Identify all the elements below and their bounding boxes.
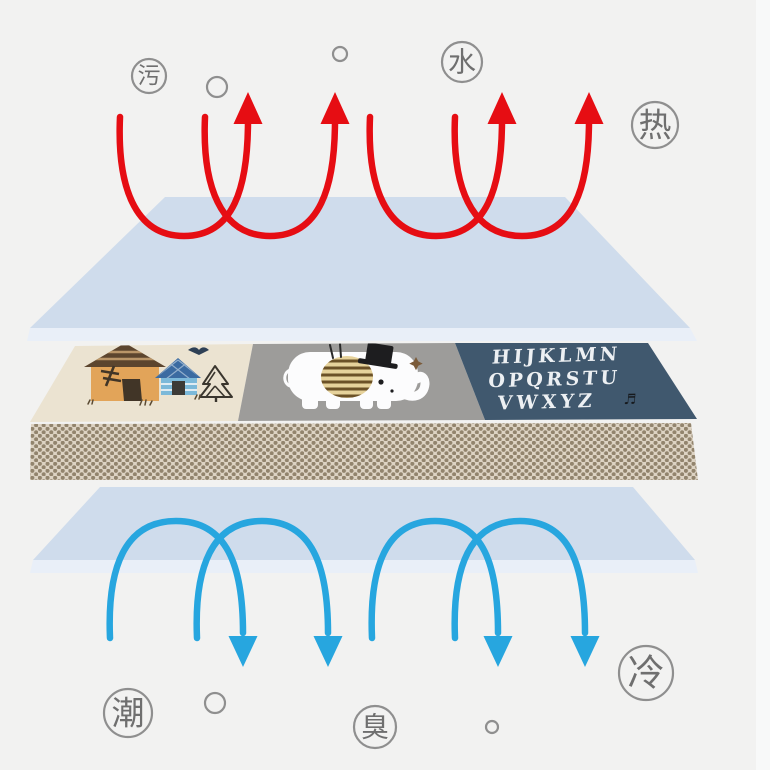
label-odor-circle [352,704,398,750]
elephant-leg [302,394,318,409]
bubble-icon [203,691,227,715]
music-note-icon: ♬ [623,392,637,408]
elephant-trunk [395,371,430,401]
blue-arrow-curve-2 [193,517,332,642]
foam-core-texture [30,423,698,480]
grass-marks [87,394,201,406]
top-cover-surface [30,197,690,328]
star-icon [409,357,423,371]
alphabet-row-3: VWXYZ [496,390,597,415]
blue-arrow-curve-3 [368,517,502,642]
elephant-graphic [283,343,430,409]
mat-section-alphabet-bg [455,343,697,420]
red-arrow-curve-3 [366,113,506,240]
blue-house-door [172,381,185,395]
blue-arrowhead-icon [570,636,600,667]
label-dirt-circle [130,57,168,95]
blue-arrow-curve-1 [106,517,247,642]
blue-arrowhead-icon [313,636,343,667]
pine-tree-inner [205,371,226,398]
elephant-hairs [329,343,342,359]
elephant-eye [378,379,384,385]
red-arrow-curve-2 [201,113,339,240]
red-arrow-curve-4 [451,113,593,240]
elephant-leg [377,394,391,409]
bottom-cover-layer [30,487,698,573]
blue-arrowhead-icon [228,636,258,667]
foam-core-layer [30,423,698,480]
bottom-cover-surface [33,487,695,560]
orange-house-door [122,379,142,401]
elephant-leg [326,394,340,409]
label-dirt-text: 污 [138,63,161,89]
label-heat-text: 热 [639,106,672,145]
right-edge-band [756,0,770,770]
bird-icon [188,347,209,355]
bottom-cover-edge [30,560,698,573]
houses-graphic [84,344,233,406]
elephant-leg [360,394,373,409]
label-cold-circle [617,644,675,702]
blue-arrow-curve-4 [451,517,589,642]
orange-house-roof [84,344,166,367]
bubble-icon [484,719,500,735]
red-arrow-curve-1 [116,113,252,240]
label-water-text: 水 [448,46,476,79]
alphabet-row-2: OPQRSTU [488,367,622,392]
alphabet-graphic: HIJKLMN OPQRSTU VWXYZ ♬ [488,343,637,415]
red-arrowhead-icon [487,92,517,124]
bubble-icon [331,45,349,63]
red-arrowhead-icon [574,92,604,124]
top-cover-layer [27,197,697,341]
blue-arrowhead-icon [483,636,513,667]
heat-rise-arrows [116,92,604,240]
label-water-circle [440,40,484,84]
window-mark [100,365,122,387]
labels-text-group: 污 水 热 潮 臭 冷 [112,46,672,744]
top-hat-icon [357,343,398,369]
red-arrowhead-icon [233,92,263,124]
label-damp-text: 潮 [112,694,145,733]
elephant-mouth-dot [390,389,394,393]
cold-block-arrows [106,517,600,667]
blue-house-roof [155,358,201,378]
label-damp-circle [102,687,154,739]
bubble-icon [205,75,229,99]
label-odor-text: 臭 [361,711,389,744]
label-cold-text: 冷 [628,652,665,695]
red-arrowhead-icon [320,92,350,124]
alphabet-row-1: HIJKLMN [491,343,621,368]
top-cover-edge [27,328,697,341]
printed-mat-layer: HIJKLMN OPQRSTU VWXYZ ♬ [30,343,697,422]
label-heat-circle [630,100,680,150]
labels-group [102,40,680,750]
